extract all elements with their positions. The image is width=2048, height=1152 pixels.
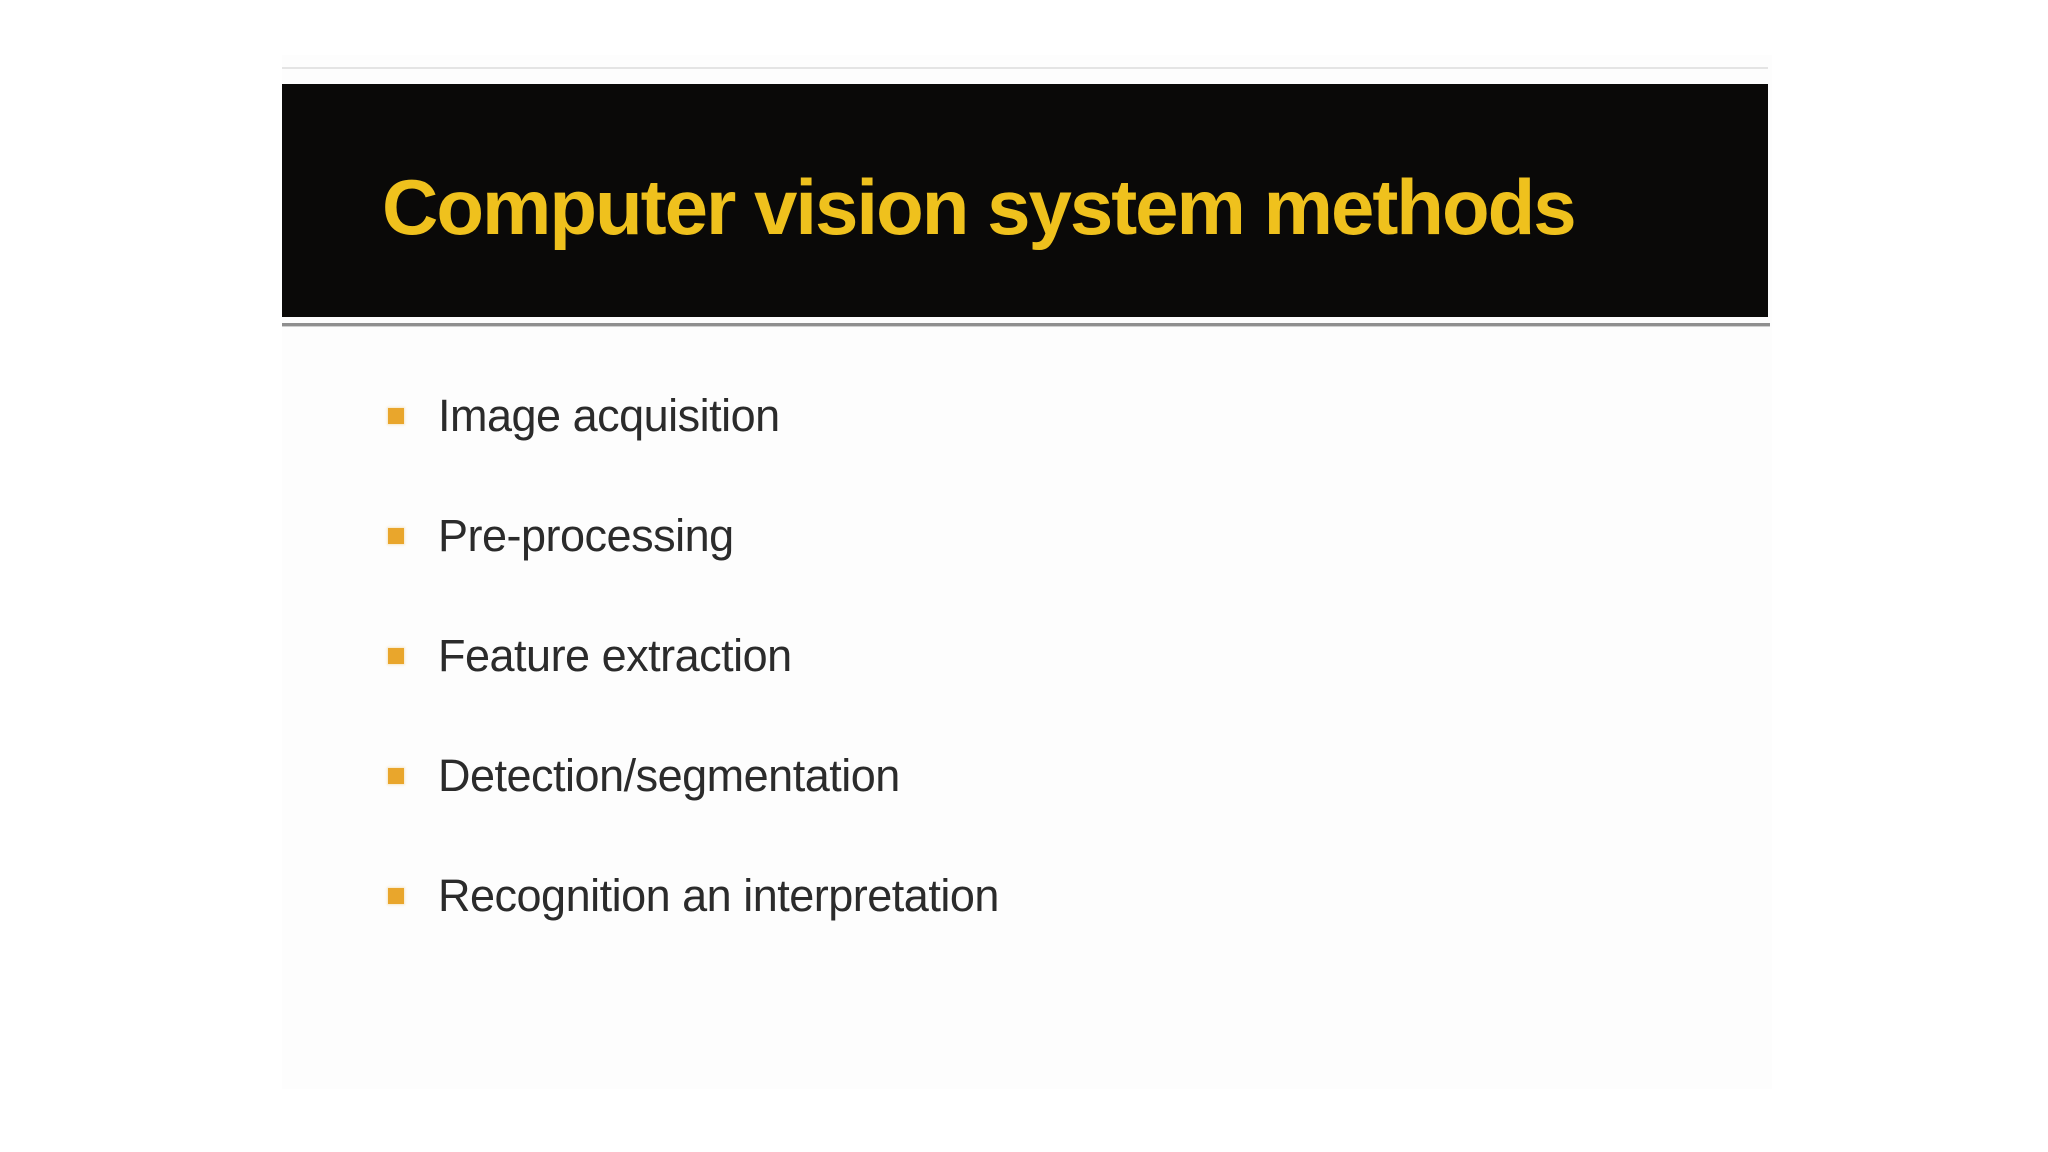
bullet-text: Recognition an interpretation <box>438 870 999 921</box>
bullet-text: Pre-processing <box>438 510 734 561</box>
slide-title: Computer vision system methods <box>382 163 1577 251</box>
bullet-square-icon <box>388 408 404 424</box>
bullet-text: Detection/segmentation <box>438 750 900 801</box>
list-item: Image acquisition <box>388 386 780 446</box>
list-item: Recognition an interpretation <box>388 866 999 926</box>
bullet-text: Feature extraction <box>438 630 792 681</box>
bullet-text: Image acquisition <box>438 390 780 441</box>
title-separator-line <box>282 323 1770 326</box>
list-item: Pre-processing <box>388 506 734 566</box>
bullet-square-icon <box>388 768 404 784</box>
list-item: Feature extraction <box>388 626 792 686</box>
bullet-square-icon <box>388 888 404 904</box>
slide-top-edge-line <box>282 67 1768 69</box>
slide: Computer vision system methods Image acq… <box>282 55 1772 1089</box>
bullet-square-icon <box>388 528 404 544</box>
list-item: Detection/segmentation <box>388 746 900 806</box>
bullet-square-icon <box>388 648 404 664</box>
title-bar: Computer vision system methods <box>282 84 1768 317</box>
